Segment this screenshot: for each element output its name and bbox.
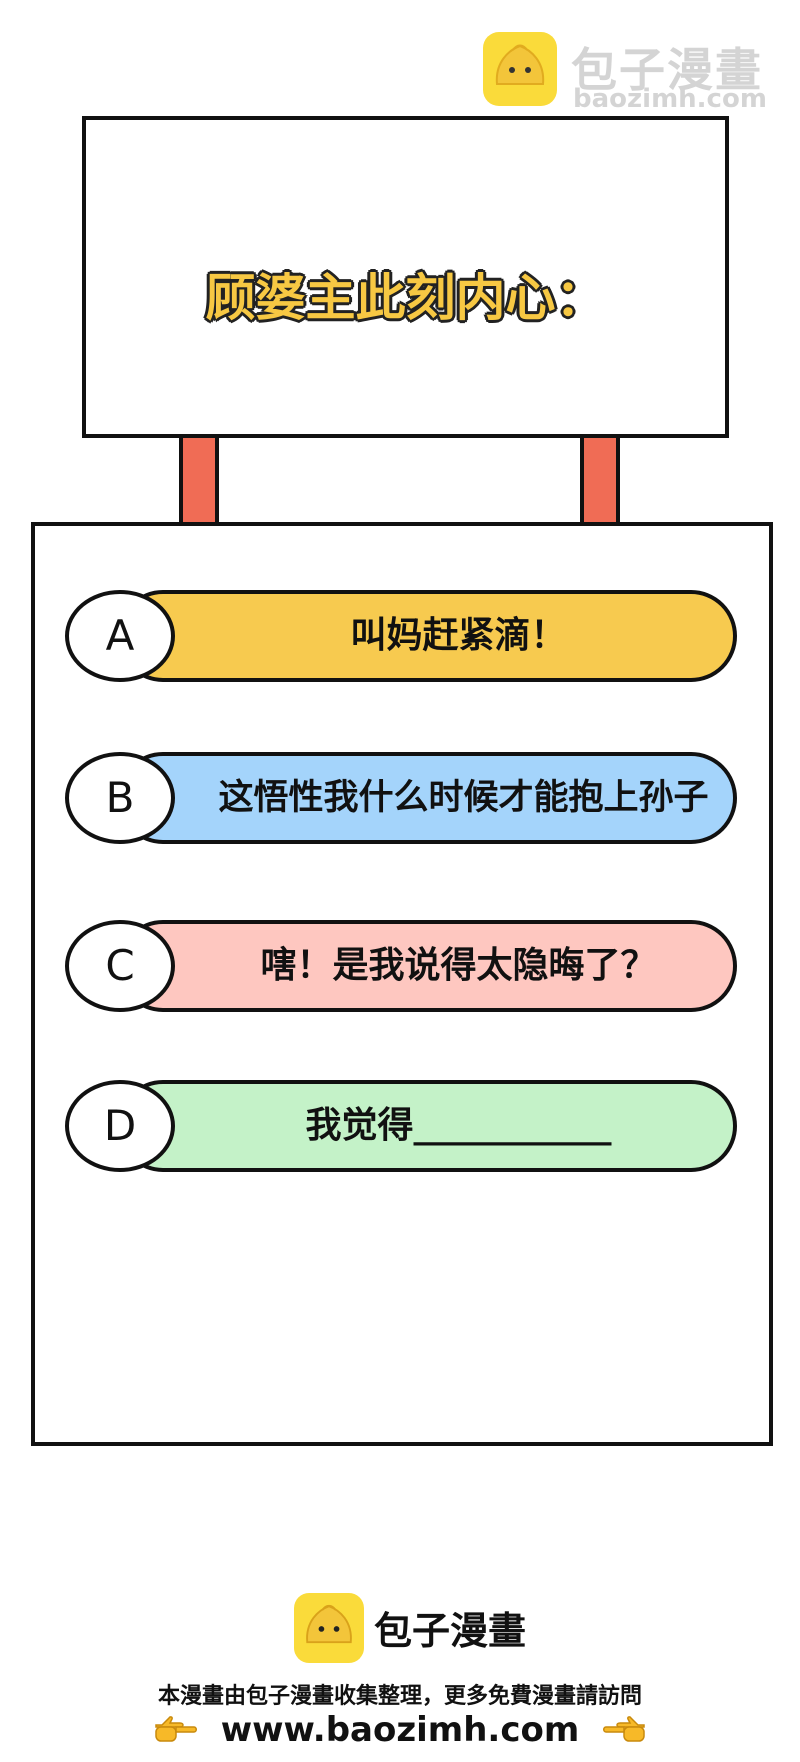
footer-notice: 本漫畫由包子漫畫收集整理，更多免費漫畫請訪問: [157, 1684, 642, 1709]
option-b[interactable]: B 这悟性我什么时候才能抱上孙子: [65, 752, 737, 844]
watermark-title: 包子漫畫: [571, 43, 763, 97]
watermark: 包子漫畫 baozimh.com: [483, 32, 788, 114]
option-d-text: 我觉得___________: [305, 1105, 612, 1146]
watermark-url: baozimh.com: [573, 84, 767, 114]
option-c[interactable]: C 嗐！是我说得太隐晦了？: [65, 920, 737, 1012]
pointing-right-hand-icon: [154, 1716, 197, 1742]
option-a-bar: [117, 590, 737, 682]
sign-board: 顾婆主此刻内心：: [82, 116, 729, 438]
sign-title: 顾婆主此刻内心：: [205, 269, 606, 327]
option-b-letter: B: [65, 752, 175, 844]
bun-logo-icon: [294, 1593, 364, 1663]
footer-url-row: www.baozimh.com: [0, 1710, 800, 1750]
option-a-text: 叫妈赶紧滴！: [350, 615, 567, 656]
option-d-letter: D: [65, 1080, 175, 1172]
bun-logo-icon: [483, 32, 557, 106]
sign-post-right: [580, 438, 620, 526]
sign-post-left: [179, 438, 219, 526]
option-c-text: 嗐！是我说得太隐晦了？: [260, 945, 657, 986]
pointing-left-hand-icon: [603, 1716, 646, 1742]
option-c-letter: C: [65, 920, 175, 1012]
footer-brand: 包子漫畫: [374, 1609, 527, 1653]
option-d[interactable]: D 我觉得___________: [65, 1080, 737, 1172]
footer-url-link[interactable]: www.baozimh.com: [220, 1710, 580, 1750]
option-a-letter: A: [65, 590, 175, 682]
option-a[interactable]: A 叫妈赶紧滴！: [65, 590, 737, 682]
option-b-text: 这悟性我什么时候才能抱上孙子: [218, 778, 709, 818]
